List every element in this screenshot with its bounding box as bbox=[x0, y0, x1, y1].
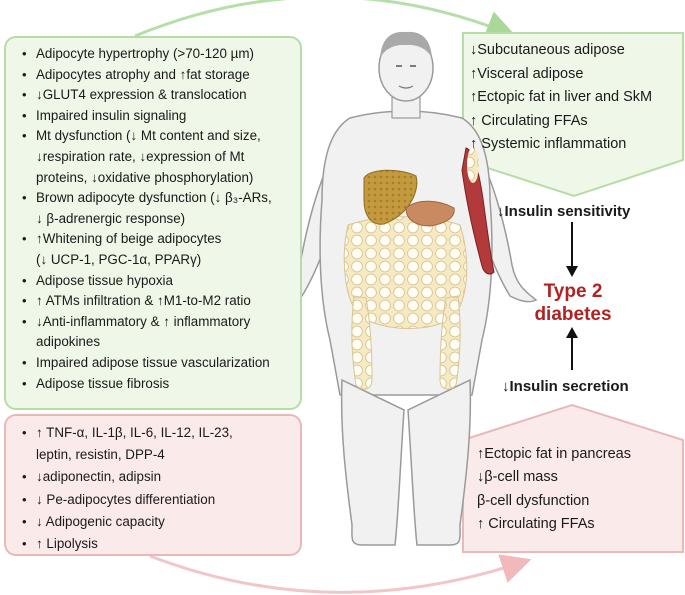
adipose-feature-item: adipokines bbox=[36, 334, 101, 350]
tissue-effects-list: ↓Subcutaneous adipose ↑Visceral adipose ↑E… bbox=[470, 39, 680, 157]
tissue-effect-item: ↓Subcutaneous adipose bbox=[470, 42, 625, 58]
pancreas-effect-item: β-cell dysfunction bbox=[477, 492, 590, 509]
adipose-feature-item: Mt dysfunction (↓ Mt content and size, bbox=[20, 126, 294, 147]
adipose-feature-item: ↑Whitening of beige adipocytes bbox=[20, 229, 294, 250]
liver bbox=[363, 169, 418, 225]
secretion-feature-item: ↑ TNF-α, IL-1β, IL-6, IL-12, IL-23, bbox=[20, 422, 294, 444]
adipose-feature-item: proteins, ↓oxidative phosphorylation) bbox=[36, 169, 254, 185]
adipose-feature-item: Adipose tissue hypoxia bbox=[20, 271, 294, 292]
tissue-effect-item: ↑Visceral adipose bbox=[470, 65, 584, 82]
pancreas-effects-list: ↑Ectopic fat in pancreas ↓β-cell mass β-ce… bbox=[477, 443, 677, 537]
pancreas-effect-item: ↓β-cell mass bbox=[477, 469, 558, 486]
tissue-effect-item: ↑ Systemic inflammation bbox=[470, 136, 627, 153]
secretion-feature-item: ↓adiponectin, adipsin bbox=[20, 466, 294, 488]
top-curved-arrow bbox=[134, 0, 517, 40]
insulin-secretion-label: ↓Insulin secretion bbox=[502, 378, 629, 395]
adipose-dysfunction-list: Adipocyte hypertrophy (>70-120 µm)Adipoc… bbox=[6, 38, 300, 394]
adipose-feature-item: Adipocytes atrophy and ↑fat storage bbox=[20, 65, 294, 86]
secretion-feature-item: ↑ Lipolysis bbox=[20, 533, 294, 555]
adipose-feature-item: Brown adipocyte dysfunction (↓ β₃-ARs, bbox=[20, 188, 294, 209]
adipose-secretion-list: ↑ TNF-α, IL-1β, IL-6, IL-12, IL-23, lepti… bbox=[6, 416, 300, 555]
adipose-dysfunction-panel: Adipocyte hypertrophy (>70-120 µm)Adipoc… bbox=[4, 36, 302, 410]
secretion-feature-item: ↓ Adipogenic capacity bbox=[20, 511, 294, 533]
pancreas-effect-item: ↑Ectopic fat in pancreas bbox=[477, 446, 631, 462]
tissue-effect-item: ↑Ectopic fat in liver and SkM bbox=[470, 89, 653, 106]
tissue-effect-item: ↑ Circulating FFAs bbox=[470, 112, 588, 129]
insulin-sensitivity-label: ↓Insulin sensitivity bbox=[497, 203, 631, 220]
pancreas-effect-item: ↑ Circulating FFAs bbox=[477, 516, 595, 533]
secretion-feature-item: ↓ Pe-adipocytes differentiation bbox=[20, 489, 294, 511]
adipose-feature-item: Adipose tissue fibrosis bbox=[20, 374, 294, 395]
adipose-feature-item: ↓ β-adrenergic response) bbox=[36, 210, 186, 226]
bottom-curved-arrow bbox=[149, 554, 532, 594]
adipose-feature-item: ↑ ATMs infiltration & ↑M1-to-M2 ratio bbox=[20, 291, 294, 312]
thigh-fat-right bbox=[439, 295, 461, 390]
adipose-feature-item: Adipocyte hypertrophy (>70-120 µm) bbox=[20, 44, 294, 65]
adipose-feature-item: ↓Anti-inflammatory & ↑ inflammatory bbox=[20, 312, 294, 333]
outcome-line-2: diabetes bbox=[534, 304, 612, 325]
adipose-feature-item: ↓GLUT4 expression & translocation bbox=[20, 85, 294, 106]
human-body-illustration bbox=[274, 31, 538, 546]
pancreas bbox=[405, 200, 455, 227]
adipose-feature-item: (↓ UCP-1, PGC-1α, PPARγ) bbox=[36, 251, 202, 267]
type-2-diabetes-label: Type 2 diabetes bbox=[518, 280, 628, 326]
adipose-feature-item: ↓respiration rate, ↓expression of Mt bbox=[36, 148, 245, 164]
adipose-feature-item: Impaired adipose tissue vascularization bbox=[20, 353, 294, 374]
thigh-fat-left bbox=[351, 295, 373, 390]
pancreas-effects-callout bbox=[462, 403, 684, 553]
secretion-feature-item: leptin, resistin, DPP-4 bbox=[36, 447, 165, 463]
adipose-feature-item: Impaired insulin signaling bbox=[20, 106, 294, 127]
adipose-secretion-panel: ↑ TNF-α, IL-1β, IL-6, IL-12, IL-23, lepti… bbox=[4, 414, 302, 556]
outcome-line-1: Type 2 bbox=[543, 281, 603, 302]
